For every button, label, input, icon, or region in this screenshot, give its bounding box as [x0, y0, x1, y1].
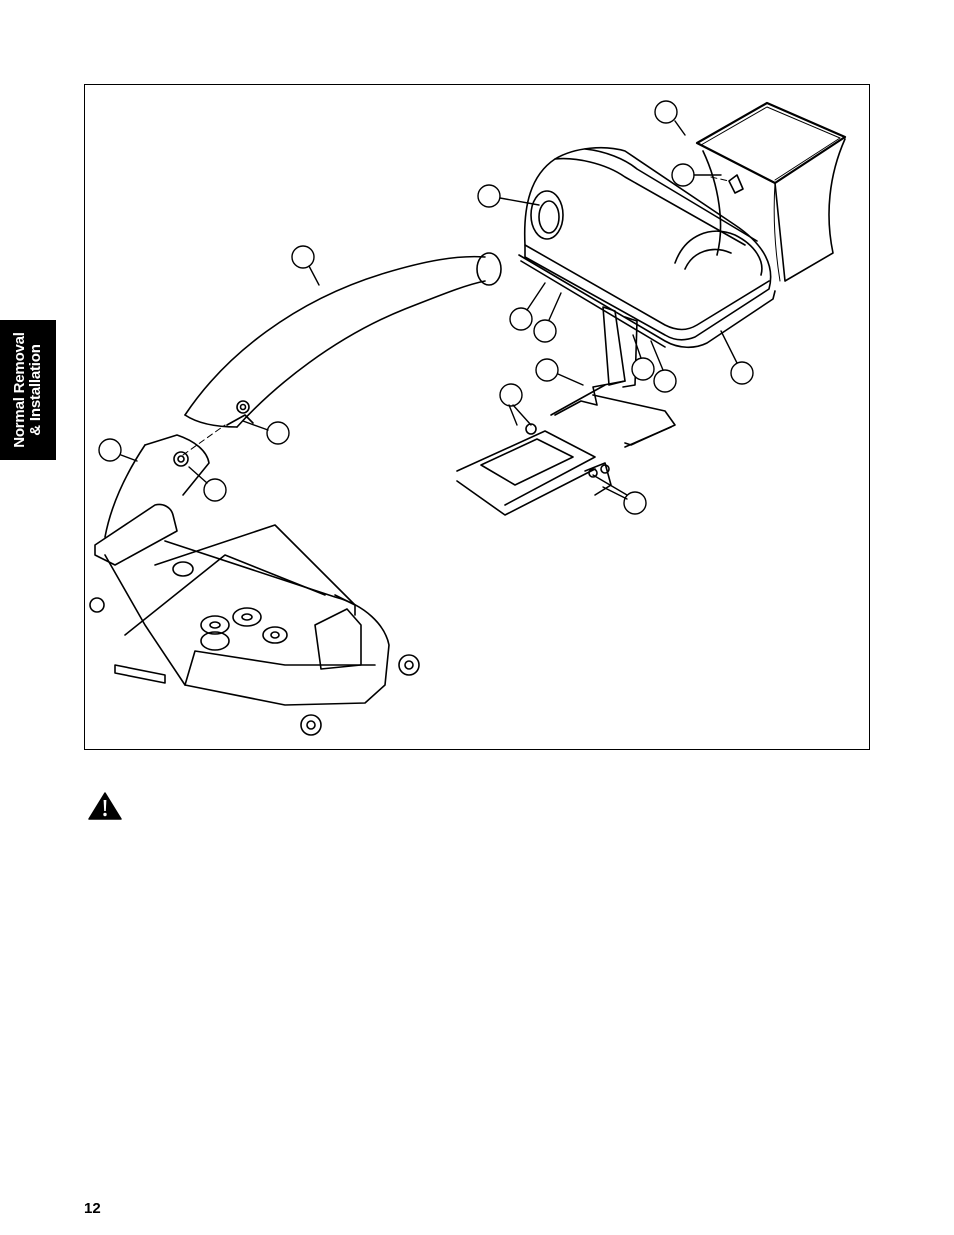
- blower-housing-illustration: [518, 146, 776, 349]
- callout-c8: [631, 334, 655, 381]
- deck-chute-illustration: [94, 434, 210, 566]
- section-tab: Normal Removal & Installation: [0, 320, 56, 460]
- warning-triangle-icon: [88, 792, 122, 820]
- exploded-view-figure: [84, 84, 870, 750]
- section-tab-line1: Normal Removal: [11, 332, 28, 448]
- tractor-frame-illustration: [456, 423, 612, 516]
- callout-c1: [654, 100, 686, 136]
- callout-c3: [477, 184, 540, 208]
- callout-c14: [188, 466, 227, 502]
- page-number: 12: [84, 1200, 101, 1217]
- callout-c10: [720, 330, 754, 385]
- callout-c13: [98, 438, 138, 462]
- section-tab-label: Normal Removal & Installation: [11, 320, 44, 460]
- callout-c12: [242, 420, 290, 445]
- callout-c5: [509, 282, 546, 331]
- callout-c4: [291, 245, 320, 286]
- mower-deck-illustration: [89, 524, 420, 736]
- callouts: [98, 100, 754, 515]
- exploded-view-drawing: [89, 100, 847, 736]
- grass-bag-illustration: [695, 101, 847, 282]
- callout-c2: [671, 163, 722, 187]
- callout-c6: [533, 292, 562, 343]
- mounting-bracket-illustration: [550, 306, 676, 448]
- discharge-tube-illustration: [184, 252, 502, 428]
- callout-c11: [499, 383, 532, 426]
- callout-c7: [535, 358, 584, 386]
- callout-c9: [650, 340, 677, 393]
- section-tab-line2: & Installation: [27, 344, 44, 436]
- callout-c15: [592, 474, 647, 515]
